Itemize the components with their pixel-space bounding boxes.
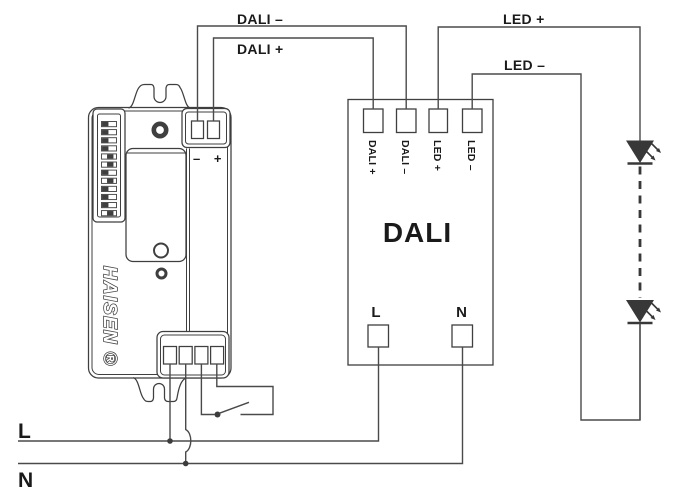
sensor-center-panel (125, 147, 187, 263)
switch-symbol (214, 401, 250, 418)
driver-terminal-label-led-minus: LED – (465, 140, 477, 171)
dali-plus-wire-label: DALI + (237, 41, 284, 57)
junction-dot-live (167, 438, 173, 444)
sensor-top-mounting-ear (128, 83, 191, 109)
sensor-polarity-label: – + (193, 151, 226, 166)
sensor-switch-wire-b (216, 364, 274, 416)
led-plus-wire-label: LED + (503, 11, 545, 27)
led-plus-wire (437, 26, 641, 141)
sensor-neutral-wire (185, 364, 192, 464)
junction-dot-neutral (182, 460, 189, 467)
switch-lever (219, 401, 250, 414)
led-minus-wire (471, 73, 641, 421)
driver-terminal-label-led-plus: LED + (431, 140, 443, 171)
led-chain (624, 139, 663, 420)
driver-outline (347, 98, 494, 366)
mains-live-label: L (18, 420, 31, 443)
sensor-case-outer (87, 106, 232, 379)
dali-minus-wire (196, 25, 407, 121)
sensor-mains-terminal-block (156, 330, 230, 379)
sensor-dali-terminal-box (181, 107, 231, 149)
dali-driver-box (347, 98, 494, 366)
led-1 (624, 139, 663, 165)
driver-live-label: L (371, 304, 380, 321)
led-2 (624, 298, 663, 325)
wires (18, 25, 641, 465)
mains-neutral-label: N (18, 469, 33, 492)
driver-neutral-label: N (456, 304, 467, 321)
driver-terminal-label-dali-minus: DALI – (399, 140, 411, 174)
sensor-bottom-mounting-ear (132, 377, 188, 403)
driver-terminal-label-dali-plus: DALI + (366, 140, 378, 175)
sensor-screw-top-icon (151, 121, 169, 139)
dali-plus-wire (212, 37, 374, 121)
led-minus-wire-label: LED – (504, 57, 545, 73)
mains-live-line (18, 347, 380, 442)
mains-neutral-line (18, 347, 464, 465)
switch-contact-dot (214, 411, 221, 418)
sensor-screw-bottom-icon (155, 267, 168, 280)
sensor-divider-lines (127, 148, 190, 332)
sensor-brand-label: HAISEN ® (100, 266, 121, 367)
dip-switch-block (92, 108, 126, 223)
sensor-switch-wire-a (200, 364, 215, 416)
sensor-device (87, 83, 232, 403)
dali-minus-wire-label: DALI – (237, 11, 283, 27)
sensor-lens-circle (153, 242, 169, 259)
driver-title: DALI (383, 217, 452, 248)
